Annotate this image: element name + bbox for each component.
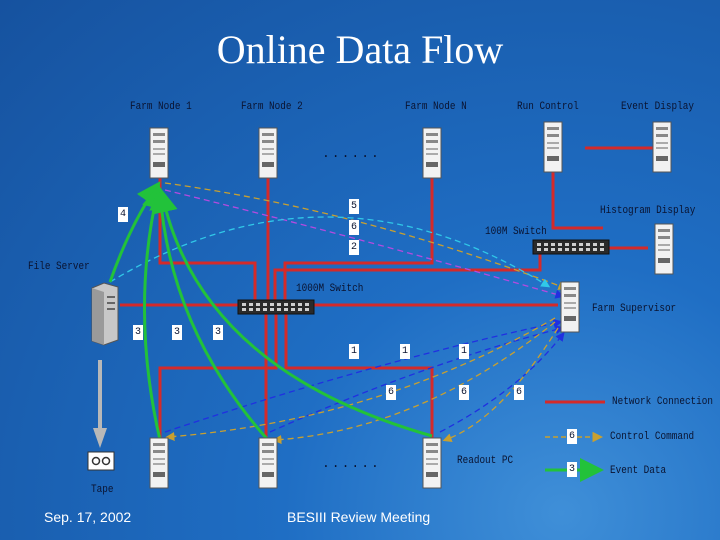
label-readout-pc: Readout PC bbox=[457, 455, 514, 467]
footer-meeting: BESIII Review Meeting bbox=[287, 509, 431, 525]
flow-number: 5 bbox=[349, 199, 359, 214]
flow-number: 6 bbox=[386, 385, 396, 400]
flow-number: 6 bbox=[459, 385, 469, 400]
control-flows bbox=[109, 182, 568, 445]
tape-icon bbox=[87, 451, 115, 471]
file-server-icon bbox=[91, 282, 119, 346]
label-event-display: Event Display bbox=[621, 101, 694, 113]
flow-number: 3 bbox=[172, 325, 182, 340]
footer-date: Sep. 17, 2002 bbox=[44, 509, 132, 525]
network-lines bbox=[120, 146, 655, 438]
label-farm-supervisor: Farm Supervisor bbox=[592, 303, 677, 315]
label-file-server: File Server bbox=[28, 261, 90, 273]
legend-event-number: 3 bbox=[567, 462, 577, 477]
legend-control-number: 6 bbox=[567, 429, 577, 444]
ellipsis-top: ...... bbox=[322, 146, 381, 161]
flow-number: 3 bbox=[213, 325, 223, 340]
flow-number: 4 bbox=[118, 207, 128, 222]
flow-number: 1 bbox=[400, 344, 410, 359]
event-data-flows bbox=[108, 181, 433, 441]
flow-number: 1 bbox=[349, 344, 359, 359]
legend-network-label: Network Connection bbox=[612, 396, 714, 408]
flow-number: 1 bbox=[459, 344, 469, 359]
label-1000m-switch: 1000M Switch bbox=[296, 283, 364, 295]
legend-control-label: Control Command bbox=[610, 431, 695, 443]
flow-number: 6 bbox=[514, 385, 524, 400]
label-histogram-display: Histogram Display bbox=[600, 205, 696, 217]
label-tape: Tape bbox=[91, 484, 114, 496]
flow-number: 3 bbox=[133, 325, 143, 340]
slide-title: Online Data Flow bbox=[216, 27, 504, 72]
legend-event-label: Event Data bbox=[610, 465, 667, 477]
label-farm-node-2: Farm Node 2 bbox=[241, 101, 303, 113]
label-farm-node-1: Farm Node 1 bbox=[130, 101, 192, 113]
flow-number: 2 bbox=[349, 240, 359, 255]
label-100m-switch: 100M Switch bbox=[485, 226, 547, 238]
label-farm-node-n: Farm Node N bbox=[405, 101, 467, 113]
label-run-control: Run Control bbox=[517, 101, 579, 113]
flow-number: 6 bbox=[349, 220, 359, 235]
ellipsis-bottom: ...... bbox=[322, 456, 381, 471]
